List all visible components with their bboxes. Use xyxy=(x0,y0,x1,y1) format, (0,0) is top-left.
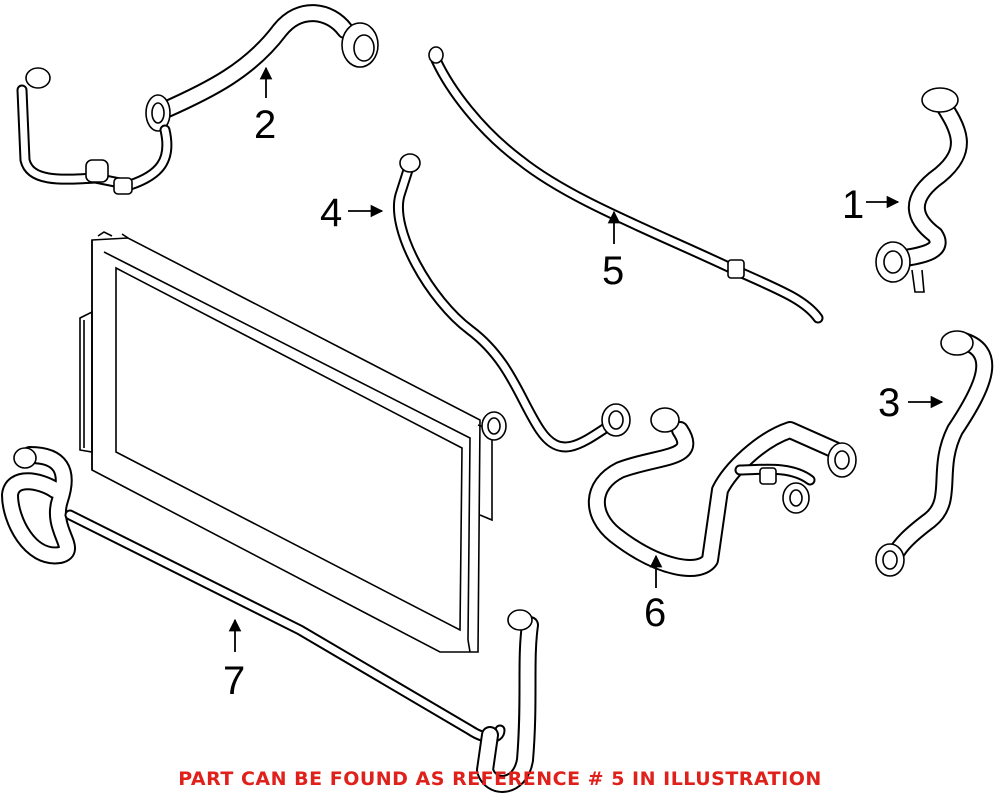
callout-6: 6 xyxy=(644,554,666,635)
radiator-outlet-fitting xyxy=(481,411,507,441)
callout-number-5: 5 xyxy=(602,249,624,293)
callout-number-7: 7 xyxy=(223,659,245,703)
pipe-part-5 xyxy=(428,46,824,324)
callout-1: 1 xyxy=(842,183,900,227)
callout-5: 5 xyxy=(602,210,624,293)
callout-4: 4 xyxy=(320,191,384,235)
callout-number-4: 4 xyxy=(320,191,342,235)
callout-number-1: 1 xyxy=(842,183,864,227)
hose-part-1 xyxy=(875,87,968,293)
hose-part-3 xyxy=(875,330,994,577)
hose-part-2 xyxy=(16,4,379,195)
hose-part-4 xyxy=(393,153,631,453)
pipe-part-7 xyxy=(1,446,539,793)
callout-number-2: 2 xyxy=(254,103,276,147)
reference-note: PART CAN BE FOUND AS REFERENCE # 5 IN IL… xyxy=(178,768,822,790)
hose-part-6 xyxy=(587,407,857,577)
callout-number-6: 6 xyxy=(644,591,666,635)
radiator-illustration xyxy=(79,231,507,653)
callout-number-3: 3 xyxy=(878,381,900,425)
callout-3: 3 xyxy=(878,381,944,425)
callout-7: 7 xyxy=(223,618,245,703)
callout-2: 2 xyxy=(254,66,276,147)
